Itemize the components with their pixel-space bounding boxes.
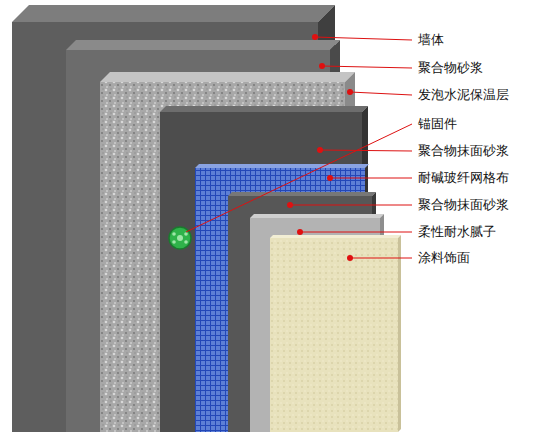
layer-label: 柔性耐水腻子 [418, 224, 496, 240]
layer-label: 耐碱玻纤网格布 [418, 170, 509, 186]
layer-label: 发泡水泥保温层 [418, 87, 509, 103]
layer-label: 聚合物砂浆 [418, 60, 483, 76]
layer-label: 聚合物抹面砂浆 [418, 143, 509, 159]
layer-label: 墙体 [418, 32, 444, 48]
layer-label: 锚固件 [418, 116, 457, 132]
layer-label: 聚合物抹面砂浆 [418, 197, 509, 213]
layer-label: 涂料饰面 [418, 250, 470, 266]
